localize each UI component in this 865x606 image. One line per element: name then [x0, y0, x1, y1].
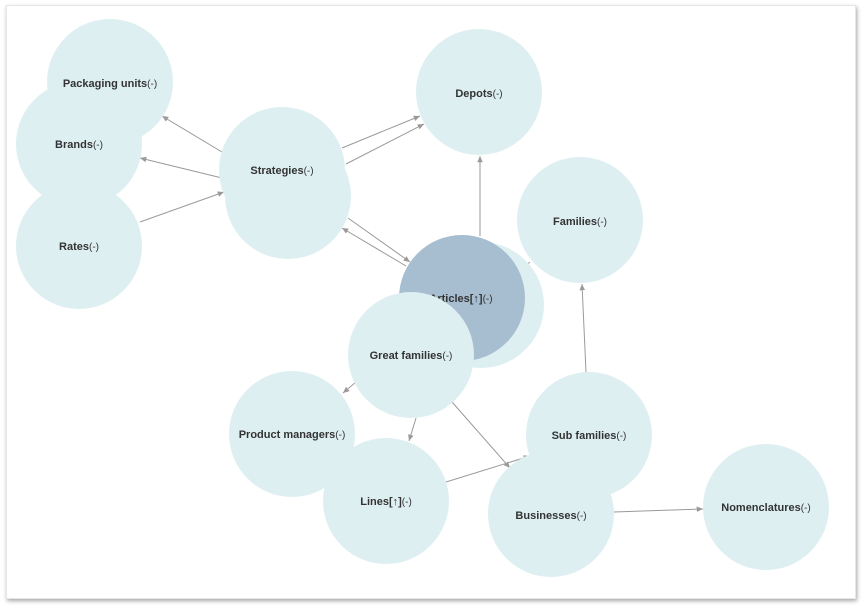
edge-strategies-depots-2 — [345, 123, 425, 165]
node-product-managers[interactable]: Product managers(-) — [229, 371, 355, 497]
edge-businesses-nomenclatures — [613, 506, 704, 513]
node-rates[interactable]: Rates(-) — [16, 183, 142, 309]
great-families-circle — [348, 292, 474, 418]
edge-strategies-packaging — [161, 115, 223, 153]
edge-strategies-brands — [139, 156, 223, 179]
product-managers-label: Product managers(-) — [239, 429, 346, 441]
edge-lines-subfamilies — [445, 455, 531, 483]
strategies-circle-shadow — [225, 133, 351, 259]
depots-circle — [416, 29, 542, 155]
nomenclatures-label: Nomenclatures(-) — [721, 502, 810, 514]
packaging-units-label: Packaging units(-) — [63, 78, 157, 90]
node-brands[interactable] — [16, 81, 142, 207]
depots-label: Depots(-) — [455, 88, 502, 100]
great-families-label: Great families(-) — [370, 350, 453, 362]
edge-strategies-articles — [347, 217, 411, 263]
businesses-circle — [488, 451, 614, 577]
lines-label: Lines[↑](-) — [360, 496, 412, 508]
brands-label: Brands(-) — [55, 139, 103, 151]
sub-families-label: Sub families(-) — [552, 430, 627, 442]
families-circle — [517, 157, 643, 283]
node-families[interactable]: Families(-) — [517, 157, 643, 283]
node-nomenclatures[interactable]: Nomenclatures(-) — [703, 444, 829, 570]
businesses-label: Businesses(-) — [515, 510, 586, 522]
rates-circle — [16, 183, 142, 309]
edge-articles-strategies — [341, 227, 407, 267]
edge-strategies-depots-1 — [341, 115, 421, 149]
edge-subfamilies-families — [579, 283, 587, 373]
strategies-label: Strategies(-) — [250, 165, 313, 177]
lines-circle — [323, 438, 449, 564]
node-depots[interactable]: Depots(-) — [416, 29, 542, 155]
node-businesses[interactable] — [488, 451, 614, 577]
nomenclatures-circle — [703, 444, 829, 570]
families-label: Families(-) — [553, 216, 607, 228]
edge-greatfamilies-lines — [408, 417, 417, 442]
rates-label: Rates(-) — [59, 241, 99, 253]
edge-greatfamilies-productmanagers — [342, 381, 357, 394]
node-lines[interactable]: Lines[↑](-) — [323, 438, 449, 564]
product-managers-circle — [229, 371, 355, 497]
edge-greatfamilies-businesses — [451, 401, 511, 469]
node-strategies[interactable]: Strategies(-) — [219, 107, 351, 259]
node-great-families[interactable]: Great families(-) — [348, 292, 474, 418]
brands-circle — [16, 81, 142, 207]
edge-rates-strategies — [139, 191, 225, 223]
